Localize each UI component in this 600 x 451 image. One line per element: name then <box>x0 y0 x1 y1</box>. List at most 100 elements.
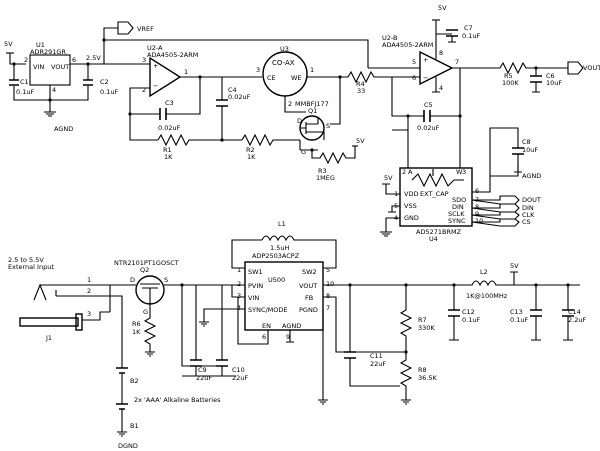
pin-number: 6 <box>262 333 266 341</box>
pin-number: G <box>143 308 148 316</box>
pin-number: 3 <box>87 310 91 318</box>
q1-ref: Q1 <box>308 107 317 115</box>
pin-number: 1 <box>184 68 188 76</box>
pin-number: 6 <box>72 56 76 64</box>
c3-ref: C3 <box>165 99 174 107</box>
pin-number: 8 <box>439 49 443 57</box>
l1-value: 1.5uH <box>270 244 289 252</box>
u4-gnd: GND <box>404 214 419 222</box>
u500-sync: SYNC/MODE <box>248 306 288 314</box>
input-and-battery: 2.5 to 5.5V External Input 1 2 3 J1 B2 B… <box>8 256 221 450</box>
u3-ce-pin: CE <box>267 74 276 82</box>
u4-value: AD5271BRMZ <box>416 228 462 236</box>
u4-digipot: A W 2 3 EXT_CAP VDD VSS GND SDO DIN SCLK… <box>380 114 541 243</box>
pin-number: 7 <box>455 58 459 66</box>
u4-vss: VSS <box>404 202 417 210</box>
r7-value: 330K <box>418 324 435 332</box>
r1-ref: R1 <box>163 146 172 154</box>
r1-value: 1K <box>164 153 173 161</box>
net-5v-c7: 5V <box>438 4 447 12</box>
battery-label: 2x 'AAA' Alkaline Batteries <box>134 396 221 404</box>
c14-value: 2.2uF <box>568 316 586 324</box>
q2-pmos: NTR2101PT1GOSCT Q2 D S G R6 1K <box>110 259 245 357</box>
pin-number: S <box>326 122 330 130</box>
u2b-opamp: R4 33 U2-B ADA4505-2ARM + − 5 6 7 8 4 C5… <box>340 4 600 132</box>
c2-value: 0.1uF <box>100 88 118 96</box>
u4-a-pin: A <box>408 168 413 176</box>
r7-ref: R7 <box>418 316 427 324</box>
c1-ref: C1 <box>20 78 29 86</box>
u2b-value: ADA4505-2ARM <box>382 41 433 49</box>
vref-net: VREF <box>102 21 369 68</box>
vout-label: VOUT <box>583 64 600 72</box>
pin-number: 3 <box>237 292 241 300</box>
pin-number: 2 <box>288 100 292 108</box>
pin-number: S <box>164 276 168 284</box>
pin-number: D <box>130 276 135 284</box>
pin-number: 4 <box>237 304 241 312</box>
c10-value: 22uF <box>232 374 248 382</box>
pin-number: 9 <box>475 210 479 218</box>
b1-ref: B1 <box>130 422 139 430</box>
u500-pgnd: PGND <box>299 306 318 314</box>
c12-ref: C12 <box>462 308 475 316</box>
u2b-ref: U2-B <box>382 34 397 42</box>
pin-number: 7 <box>326 304 330 312</box>
u1-ref: U1 <box>36 41 45 49</box>
agnd-label: AGND <box>54 125 73 133</box>
pin-number: 2 <box>87 287 91 295</box>
l2-ref: L2 <box>480 268 488 276</box>
u4-w-pin: W <box>456 168 463 176</box>
pin-number: 2 <box>142 86 146 94</box>
pin-number: 1 <box>237 266 241 274</box>
dgnd-label: DGND <box>118 442 138 450</box>
r4-ref: R4 <box>356 80 365 88</box>
u2a-opamp: U2-A ADA4505-2ARM + − 3 2 1 C3 0.02uF R1… <box>128 44 300 161</box>
u2a-value: ADA4505-2ARM <box>147 51 198 59</box>
c3-value: 0.02uF <box>158 124 181 132</box>
q1-value: MMBFJ177 <box>295 100 329 108</box>
net-5v-u4: 5V <box>384 174 393 182</box>
pin-number: 4 <box>52 86 56 94</box>
pin-number: 2 <box>24 56 28 64</box>
c5-value: 0.02uF <box>417 124 440 132</box>
pin-number: 1 <box>310 66 314 74</box>
q2-ref: Q2 <box>140 266 149 274</box>
r8-value: 36.5K <box>418 374 437 382</box>
op-plus: + <box>423 56 428 64</box>
u500-pvin: PVIN <box>248 282 263 290</box>
op-plus: + <box>153 62 158 70</box>
pin-number: 10 <box>326 280 334 288</box>
r2-value: 1K <box>247 153 256 161</box>
dout-label: DOUT <box>522 196 541 204</box>
u3-value: CO-AX <box>272 59 295 67</box>
clk-label: CLK <box>522 211 535 219</box>
u1-vout-pin: VOUT <box>51 63 69 71</box>
r3-ref: R3 <box>318 167 327 175</box>
r5-value: 100K <box>502 79 519 87</box>
c9-ref: C9 <box>198 366 207 374</box>
u1-adr291: 5V U1 ADR291GR VIN VOUT 2 6 4 AGND C1 0.… <box>4 40 118 133</box>
u500-sw1: SW1 <box>248 268 263 276</box>
u4-extcap: EXT_CAP <box>420 190 449 198</box>
q2-value: NTR2101PT1GOSCT <box>114 259 179 267</box>
u2a-ref: U2-A <box>147 44 163 52</box>
c9-value: 22uF <box>196 374 212 382</box>
u500-vout: VOUT <box>299 282 317 290</box>
u3-we-pin: WE <box>291 74 302 82</box>
u500-ref: U500 <box>268 276 285 284</box>
pin-number: 5 <box>326 266 330 274</box>
u1-vin-pin: VIN <box>33 63 44 71</box>
pin-number: 6 <box>475 187 479 195</box>
c2-ref: C2 <box>100 78 109 86</box>
net-5v-output: 5V <box>510 262 519 270</box>
pin-number: 8 <box>475 203 479 211</box>
c7-value: 0.1uF <box>462 32 480 40</box>
c7-ref: C7 <box>464 24 473 32</box>
r2-ref: R2 <box>246 146 255 154</box>
vref-label: VREF <box>137 25 154 33</box>
r6-ref: R6 <box>132 320 141 328</box>
u4-sync: SYNC <box>448 217 466 225</box>
l2-value: 1K@100MHz <box>466 292 508 300</box>
